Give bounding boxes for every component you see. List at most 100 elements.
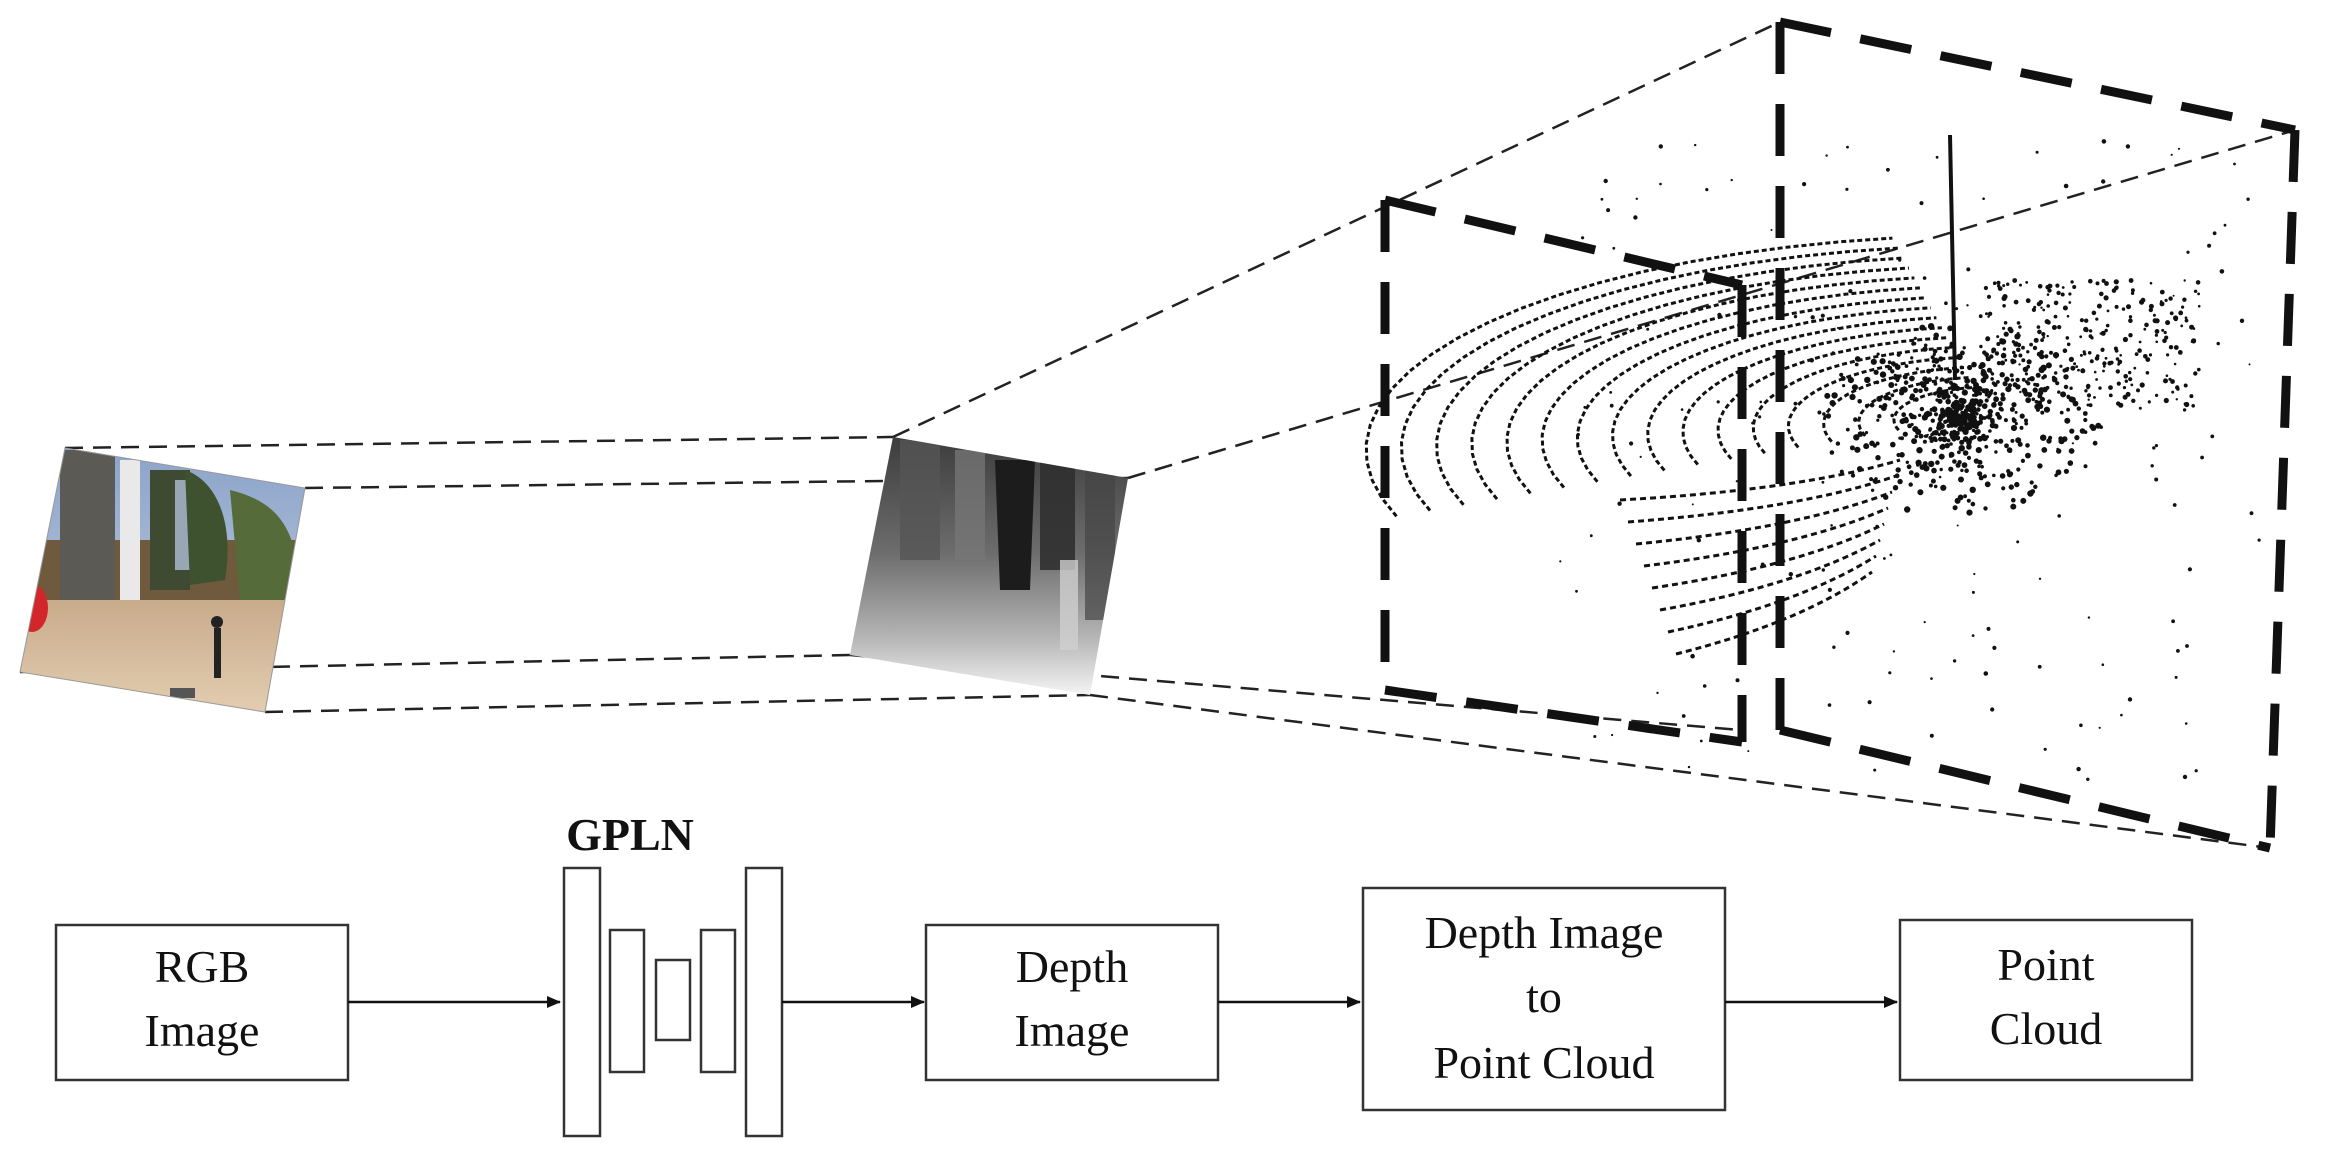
cloud-point xyxy=(2043,408,2047,411)
cloud-point xyxy=(2147,400,2151,404)
scan-line xyxy=(1646,316,1937,472)
cloud-point xyxy=(2108,393,2113,398)
cloud-point xyxy=(1970,377,1977,385)
cloud-point xyxy=(2168,296,2173,301)
cloud-point xyxy=(2123,375,2127,378)
cloud-point xyxy=(1717,312,1722,317)
cloud-point xyxy=(2152,313,2156,317)
cloud-point xyxy=(2019,413,2025,419)
cloud-point xyxy=(2069,428,2075,434)
cloud-point xyxy=(1939,367,1944,372)
cloud-point xyxy=(1853,417,1858,422)
cloud-point xyxy=(1846,145,1849,149)
cloud-point xyxy=(2076,406,2081,411)
cloud-point xyxy=(2053,300,2059,306)
cloud-point xyxy=(2113,286,2118,291)
cloud-point xyxy=(1981,388,1987,394)
cloud-point xyxy=(1960,468,1964,473)
cloud-point xyxy=(2038,366,2045,373)
cloud-point xyxy=(2027,377,2031,381)
cloud-point xyxy=(1988,390,1993,396)
network-layer-3 xyxy=(654,958,692,1042)
cloud-point xyxy=(1966,498,1971,503)
cloud-point xyxy=(2008,484,2015,490)
cloud-point xyxy=(2003,321,2008,325)
cloud-point xyxy=(2095,317,2099,321)
cloud-point xyxy=(1887,365,1893,371)
cloud-point xyxy=(1870,488,1875,492)
cloud-point xyxy=(1950,403,1956,409)
cloud-point xyxy=(1927,323,1935,330)
cloud-point xyxy=(1845,427,1850,432)
cloud-point xyxy=(2249,511,2254,516)
cloud-point xyxy=(1864,376,1871,384)
cloud-point xyxy=(1945,409,1950,414)
cloud-point xyxy=(2180,324,2184,328)
cloud-point xyxy=(2168,377,2172,381)
cloud-point xyxy=(1612,246,1616,250)
cloud-point xyxy=(2061,286,2065,289)
cloud-point xyxy=(2183,402,2188,406)
cloud-point xyxy=(1869,477,1874,482)
cloud-point xyxy=(1958,476,1964,483)
cloud-point xyxy=(1954,497,1961,504)
cloud-point xyxy=(2128,370,2132,375)
cloud-point xyxy=(1856,466,1863,472)
cloud-point xyxy=(2062,305,2068,311)
cloud-point xyxy=(2012,382,2018,388)
cloud-point xyxy=(1835,441,1841,446)
frustum-edge-right-far xyxy=(1127,128,2296,480)
cloud-point xyxy=(2017,441,2023,447)
cloud-point xyxy=(1986,626,1991,631)
depth-image-label-line2: Image xyxy=(1015,1005,1130,1056)
cloud-point xyxy=(2038,577,2042,580)
cloud-point xyxy=(1936,423,1941,427)
cloud-point xyxy=(1957,417,1963,423)
point-cloud-label-line1: Point xyxy=(1997,939,2094,990)
cloud-point xyxy=(1993,391,1998,396)
cloud-point xyxy=(1982,416,1987,420)
cloud-point xyxy=(2000,360,2005,366)
cloud-point xyxy=(1984,392,1989,397)
cloud-point xyxy=(1656,691,1659,695)
cloud-point xyxy=(1952,382,1956,387)
cloud-point xyxy=(1911,438,1918,445)
cloud-point xyxy=(1691,503,1694,506)
point-cloud-label-line2: Cloud xyxy=(1990,1003,2102,1054)
cloud-point xyxy=(1990,371,1993,374)
cloud-point xyxy=(1901,386,1908,393)
cloud-point xyxy=(1940,377,1944,382)
cloud-point xyxy=(2163,330,2167,335)
cloud-point xyxy=(1894,383,1898,386)
cloud-point xyxy=(2182,774,2188,780)
cloud-point xyxy=(2126,304,2131,310)
cloud-point xyxy=(1935,376,1939,380)
cloud-point xyxy=(2101,347,2105,351)
cloud-point xyxy=(1941,436,1948,443)
cloud-point xyxy=(1894,364,1901,370)
cloud-point xyxy=(2101,179,2106,184)
cloud-point xyxy=(2128,377,2133,382)
cloud-point xyxy=(1969,486,1976,493)
cloud-point xyxy=(2138,406,2142,410)
cloud-point xyxy=(2194,769,2198,773)
cloud-point xyxy=(2041,332,2046,337)
scan-line xyxy=(1635,490,1893,546)
cloud-point xyxy=(1910,356,1914,360)
cloud-point xyxy=(2239,318,2245,323)
cloud-point xyxy=(2045,284,2050,290)
cloud-point xyxy=(2063,468,2069,474)
cloud-point xyxy=(2172,294,2175,297)
cloud-point xyxy=(2047,399,2052,405)
cloud-point xyxy=(2055,469,2062,476)
cloud-point xyxy=(2128,315,2133,319)
cloud-point xyxy=(2006,471,2013,478)
cloud-point xyxy=(1912,426,1919,433)
cloud-point xyxy=(2197,304,2201,308)
cloud-point xyxy=(2063,384,2069,390)
cloud-point xyxy=(1959,439,1965,445)
cloud-point xyxy=(2031,397,2036,402)
cloud-point xyxy=(2257,538,2261,542)
cloud-point xyxy=(2040,306,2043,309)
cloud-point xyxy=(1996,335,2000,339)
